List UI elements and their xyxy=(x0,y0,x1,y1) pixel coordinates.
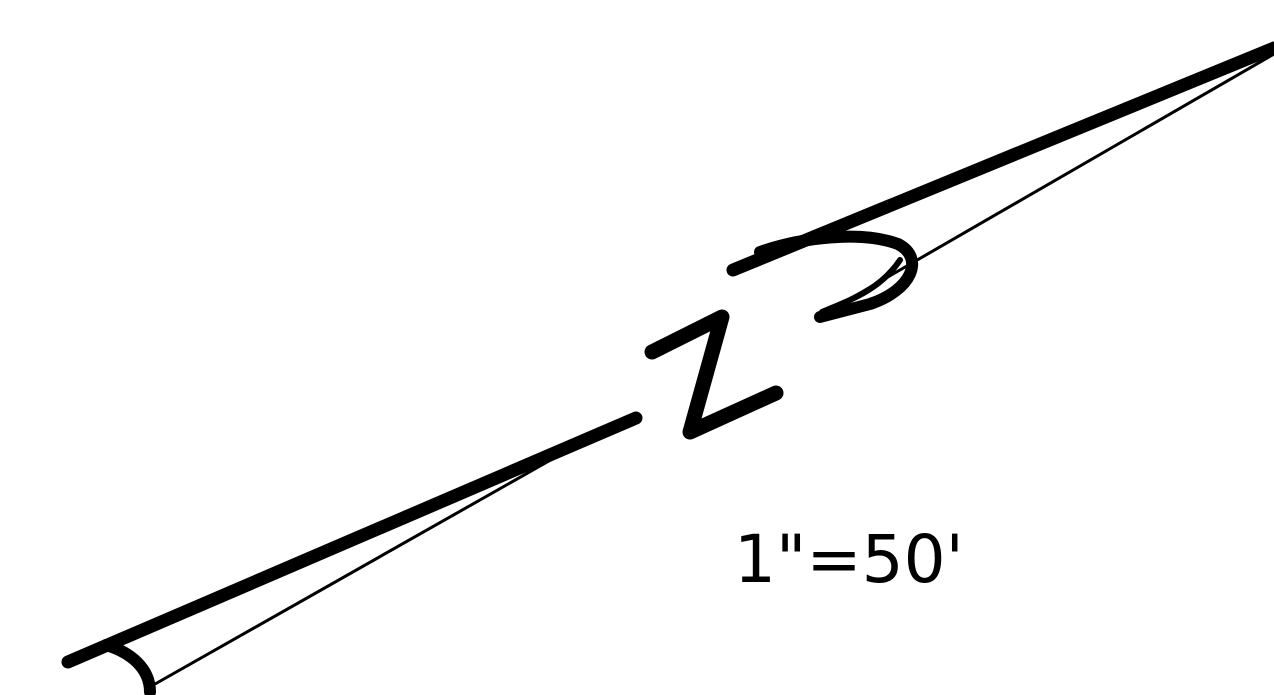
scale-label: 1"=50' xyxy=(734,521,964,598)
arrow-head-thin-edge xyxy=(820,52,1274,317)
north-symbol-strokes xyxy=(644,309,784,440)
arrow-head-hook xyxy=(754,230,919,323)
north-arrow-tail xyxy=(61,411,643,695)
arrow-shaft-thick-edge xyxy=(61,411,643,669)
arrow-head-inner-flare xyxy=(819,257,903,315)
arrow-shaft-thin-edge xyxy=(146,430,602,690)
north-symbol: N xyxy=(644,309,784,440)
arrow-tail-curl xyxy=(100,639,156,695)
north-arrow-head xyxy=(726,41,1274,323)
